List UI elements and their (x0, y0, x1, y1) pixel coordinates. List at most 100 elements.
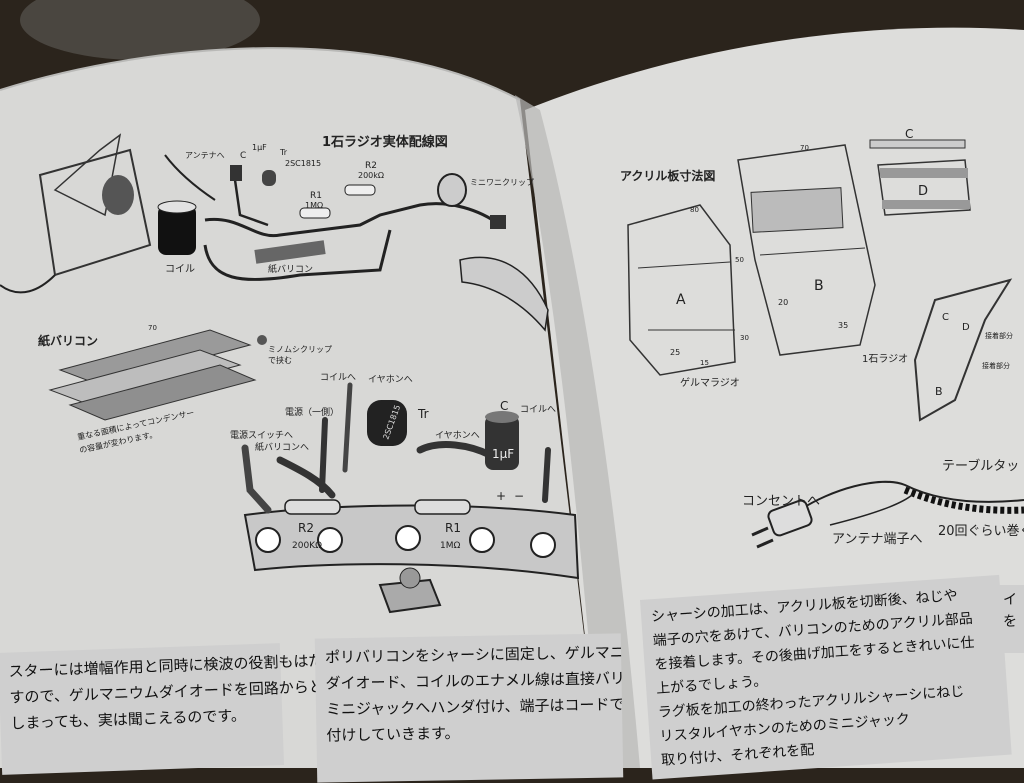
earphone (437, 173, 467, 207)
bend-parts-label-1: 接着部分 (985, 331, 1013, 340)
clip-sketch (459, 256, 549, 332)
bolt-head (399, 567, 421, 589)
wire-3 (233, 179, 269, 227)
left-page (0, 48, 600, 768)
varicon-clip-note-2: で挟む (268, 355, 292, 365)
tr-label: Tr (279, 148, 288, 157)
varicon-clip-note-1: ミノムシクリップ (268, 345, 332, 354)
chassis-wire (0, 274, 56, 294)
board-tr-label: Tr (417, 407, 429, 421)
varicon-diagram-title: 紙バリコン (38, 333, 98, 348)
to-outlet-label: コンセントへ (742, 494, 820, 509)
panel-d-label: D (918, 184, 928, 199)
paper-varicon (254, 240, 326, 264)
panel-b-label: B (814, 278, 824, 294)
acrylic-chassis-sketch (913, 278, 1013, 422)
lead-varicon-2 (542, 447, 551, 503)
c-value-label: 1μF (252, 143, 267, 152)
r2-value-label: 200kΩ (358, 171, 384, 180)
book-gutter (515, 95, 640, 768)
sketch-d-label: D (962, 322, 970, 333)
board-c-label: C (500, 399, 508, 413)
c-label: C (240, 151, 246, 161)
panel-c-strip (869, 139, 966, 149)
dim-6: 35 (838, 321, 848, 330)
panel-d-bond-bottom (882, 200, 970, 209)
resistor-r2 (344, 184, 376, 196)
power-neg-label: 電源（一側） (285, 406, 339, 418)
wiring-diagram: 1石ラジオ実体配線図 コイル アンテナへ C 1μF Tr 2SC1815 R1… (0, 133, 549, 332)
board-capacitor (485, 415, 519, 470)
r1-label: R1 (310, 191, 322, 201)
text-box-2-line-3: ミニジャックへハンダ付け、端子はコードでハン (325, 694, 624, 719)
text-box-4-line-1: イ (1003, 592, 1017, 608)
lead-paper-varicon (276, 456, 336, 499)
plug (767, 499, 813, 537)
lug-hole-4 (469, 527, 495, 553)
panel-b-outline (737, 144, 876, 356)
r1-value-label: 1MΩ (305, 201, 323, 210)
to-earphone-label: イヤホンへ (368, 374, 413, 385)
board-plus-label: + (496, 489, 506, 503)
chassis-sketch (38, 148, 152, 277)
acrylic-diagram-title: アクリル板寸法図 (620, 168, 715, 183)
left-page-edge (0, 47, 521, 101)
board-r1-label: R1 (445, 521, 461, 535)
text-box-4: イ を (998, 585, 1024, 653)
wire-2 (203, 229, 392, 281)
to-antenna-terminal-label: アンテナ端子へ (832, 532, 922, 547)
board-resistor-r2 (284, 499, 341, 515)
varicon-plate-2 (48, 349, 242, 406)
to-power-switch-label: 電源スイッチへ (230, 430, 293, 441)
germanium-radio-label: ゲルマラジオ (680, 377, 740, 389)
to-coil-label: コイルへ (320, 373, 356, 383)
board-r2-label: R2 (298, 521, 314, 535)
board-capacitor-value: 1μF (492, 447, 514, 461)
background-object (20, 0, 260, 60)
wiring-diagram-title: 1石ラジオ実体配線図 (322, 134, 448, 150)
capacitor-c (230, 165, 242, 181)
chassis-sketch-detail (53, 133, 122, 217)
board-transistor (367, 400, 407, 446)
varicon-plate-3 (68, 364, 257, 421)
text-box-2: ポリバリコンをシャーシに固定し、ゲルマニウ ダイオード、コイルのエナメル線は直接… (314, 633, 624, 783)
text-box-3: シャーシの加工は、アクリル板を切断後、ねじや 端子の穴をあけて、バリコンのための… (640, 574, 1012, 780)
panel-c-label: C (905, 127, 913, 141)
plug-prong-1 (751, 526, 769, 537)
coil-label: コイル (165, 264, 195, 275)
to-earphone-2-label: イヤホンへ (435, 430, 480, 441)
lead-power-switch (241, 444, 272, 514)
dim-8: 15 (700, 359, 709, 367)
cord-coil-wrap (903, 486, 1024, 514)
tr-model-label: 2SC1815 (285, 159, 321, 168)
board-minus-label: − (514, 489, 524, 503)
antenna-label: アンテナへ (185, 151, 225, 160)
dim-3: 70 (800, 144, 809, 152)
board-resistor-r1 (414, 499, 471, 515)
text-box-2-line-4: 付けしていきます。 (326, 724, 460, 745)
transistor-tr (262, 170, 276, 186)
text-box-4-line-2: を (1003, 614, 1017, 630)
antenna-wire-2 (829, 494, 913, 526)
wrap-20-label: 20回ぐらい巻く (938, 524, 1024, 539)
bend-parts-label-2: 接着部分 (982, 361, 1010, 370)
wire-1 (204, 202, 501, 238)
panel-d-outline (877, 159, 971, 216)
dim-7: 25 (670, 348, 680, 357)
lug-hole-2 (317, 527, 343, 553)
lead-earphone (416, 441, 494, 459)
resistor-r1 (299, 207, 331, 219)
dim-5: 20 (778, 298, 788, 307)
panel-a-outline (627, 204, 736, 376)
mini-clip (490, 215, 506, 229)
sketch-c-label: C (942, 312, 949, 323)
dim-2: 50 (735, 256, 744, 264)
coil (158, 205, 196, 255)
panel-d-bond-top (880, 168, 968, 178)
lug-hole-1 (255, 527, 281, 553)
sketch-b-label: B (935, 385, 943, 398)
text-box-1: スターには増幅作用と同時に検波の役割もはた すので、ゲルマニウムダイオードを回路… (0, 643, 324, 775)
r2-label: R2 (365, 161, 377, 171)
dim-1: 80 (690, 206, 699, 214)
panel-b-fold (759, 247, 866, 256)
